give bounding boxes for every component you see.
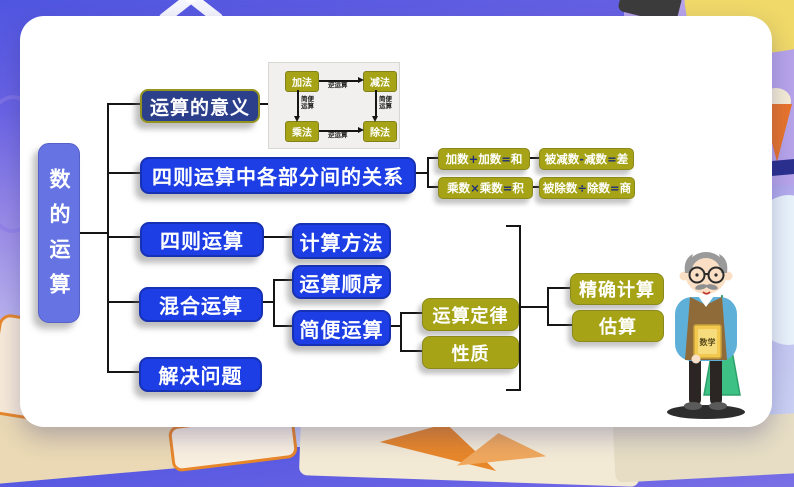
arrow-right-icon [358,127,364,133]
flow-node-addition: 加法 [285,71,319,92]
child-precise-calculation: 精确计算 [570,273,664,305]
character-shadow [667,405,745,419]
book-title: 数学 [700,337,716,347]
formula-dividend-quotient: 被除数÷除数=商 [539,177,635,199]
formula-multiplier-product: 乘数×乘数=积 [438,177,533,199]
connector [387,325,401,327]
branch-mixed-operations: 混合运算 [139,287,263,322]
arrow-line [319,80,359,82]
arrow-down-icon [372,116,378,122]
child-estimation: 估算 [572,310,664,342]
arrow-line [375,90,377,118]
flow-node-division: 除法 [363,121,397,142]
root-node-number-operations: 数的运算 [38,143,80,323]
branch-relations-between-parts: 四则运算中各部分间的关系 [140,157,416,194]
bracket [519,306,548,308]
connector [427,157,438,159]
connector [400,312,402,352]
connector [531,186,540,188]
connector [547,324,572,326]
branch-four-operations: 四则运算 [140,222,264,257]
connector [547,287,570,289]
branch-problem-solving: 解决问题 [139,357,262,392]
connector [260,236,292,238]
child-simplified-operations: 简便运算 [292,310,391,346]
connector [400,312,422,314]
gray-hair [685,252,727,273]
operations-flowchart-panel: 加法 减法 乘法 除法 逆运算 逆运算 简便运算 简便运算 [268,62,400,149]
connector [107,301,139,303]
branch-meaning-of-operations: 运算的意义 [140,89,260,123]
label-inverse-operation: 逆运算 [328,81,348,89]
label-simplified-operation: 简便运算 [379,95,392,110]
connector [273,325,292,327]
arrow-line [297,90,299,118]
connector [547,287,549,326]
connector [412,172,428,174]
label-simplified-operation: 简便运算 [301,95,314,110]
connector [80,232,108,234]
connector [528,157,539,159]
math-book-icon: 数学 [693,324,722,359]
child-calculation-method: 计算方法 [292,223,391,259]
bracket [506,389,520,391]
connector [107,236,140,238]
child-properties: 性质 [422,336,519,369]
connector [427,186,438,188]
connector [427,157,429,188]
teacher-character: 数学 [667,252,745,419]
connector-trunk [107,103,109,373]
bracket [506,225,520,227]
glasses-icon [688,266,725,284]
connector [254,103,268,105]
flow-node-multiplication: 乘法 [285,121,319,142]
connector [400,350,422,352]
arrow-down-icon [294,116,300,122]
connector [107,103,140,105]
connector [107,172,140,174]
connector [273,279,292,281]
connector [259,301,274,303]
connector [273,279,275,326]
child-operation-laws: 运算定律 [422,298,519,331]
formula-addend-sum: 加数+加数=和 [438,148,530,170]
arrow-line [319,130,359,132]
flow-node-subtraction: 减法 [363,71,397,92]
formula-minuend-difference: 被减数-减数=差 [539,148,634,170]
label-inverse-operation: 逆运算 [328,131,348,139]
arrow-right-icon [358,77,364,83]
child-operation-order: 运算顺序 [292,265,391,299]
bracket [519,225,521,391]
connector [107,371,139,373]
